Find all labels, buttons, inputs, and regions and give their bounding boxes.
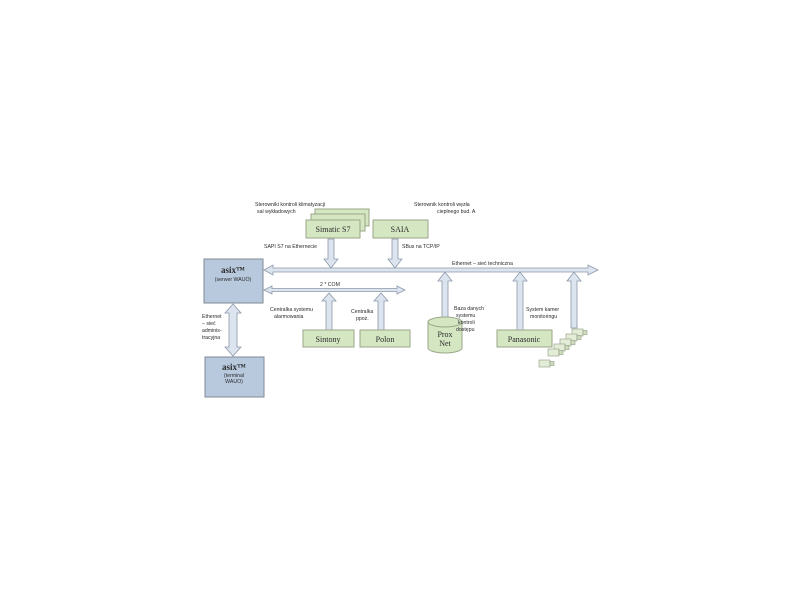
server-title: asix™ bbox=[221, 265, 245, 275]
polon-up-arrow bbox=[373, 292, 389, 331]
label-eth-admin-3: adminis- bbox=[202, 328, 222, 334]
label-centralka-ppoz: Centralka bbox=[351, 309, 373, 315]
simatic-label: Simatic S7 bbox=[316, 225, 351, 234]
saia-down-arrow bbox=[387, 238, 403, 269]
polon-label: Polon bbox=[376, 335, 395, 344]
polon-node: Polon bbox=[359, 329, 411, 348]
label-sterowniki-klim: Sterowniki kontroli klimatyzacji bbox=[255, 202, 325, 208]
proxnet-label-2: Net bbox=[439, 339, 451, 348]
proxnet-database-node: Prox Net bbox=[427, 316, 463, 354]
terminal-title: asix™ bbox=[222, 362, 246, 372]
label-system-kamer: System kamer bbox=[526, 307, 559, 313]
panasonic-label: Panasonic bbox=[508, 335, 541, 344]
label-monitoringu: monitoringu bbox=[530, 314, 557, 320]
label-eth-admin-2: – sieć bbox=[202, 321, 216, 327]
sintony-node: Sintony bbox=[302, 329, 355, 348]
proxnet-up-arrow bbox=[437, 271, 453, 319]
ethernet-tech-bus bbox=[263, 264, 599, 276]
label-sbus: SBus na TCP/IP bbox=[402, 244, 440, 250]
sintony-label: Sintony bbox=[316, 335, 341, 344]
label-centralka-systemu: Centralka systemu bbox=[270, 307, 313, 313]
label-baza-3: kontroli bbox=[458, 320, 475, 326]
simatic-s7-node: Simatic S7 bbox=[305, 208, 370, 239]
label-sapi: SAPI S7 na Ethernecie bbox=[264, 244, 317, 250]
label-baza-1: Baza danych bbox=[454, 306, 484, 312]
cameras-up-arrow bbox=[566, 271, 582, 329]
terminal-subtitle-2: WAUO) bbox=[225, 379, 243, 385]
saia-label: SAIA bbox=[391, 225, 410, 234]
label-cieplnego-bud: cieplnego bud. A bbox=[437, 209, 476, 215]
label-baza-2: systemu bbox=[456, 313, 475, 319]
camera-icon-group bbox=[538, 328, 588, 368]
terminal-subtitle-1: (terminal bbox=[224, 373, 244, 379]
server-subtitle: (serwer WAUO) bbox=[215, 277, 252, 283]
asix-server-node: asix™ (serwer WAUO) bbox=[203, 258, 264, 304]
label-com: 2 * COM bbox=[320, 282, 340, 288]
sintony-up-arrow bbox=[321, 292, 337, 331]
label-alarmowania: alarmowania bbox=[274, 314, 304, 320]
panasonic-up-arrow bbox=[512, 271, 528, 331]
label-sterownik-wezla: Sterownik kontroli węzła bbox=[414, 202, 470, 208]
camera-icon bbox=[538, 359, 555, 368]
admin-network-arrow bbox=[224, 303, 242, 357]
asix-terminal-node: asix™ (terminal WAUO) bbox=[204, 356, 265, 398]
label-sal-wykladowych: sal wykładowych bbox=[257, 209, 296, 215]
proxnet-label-1: Prox bbox=[437, 330, 452, 339]
label-eth-admin-4: tracyjna bbox=[202, 335, 220, 341]
camera-icon bbox=[547, 348, 564, 357]
label-baza-4: dostępu bbox=[456, 327, 475, 333]
label-eth-admin-1: Ethernet bbox=[202, 314, 222, 320]
label-ethernet-tech: Ethernet – sieć techniczna bbox=[452, 261, 513, 267]
panasonic-node: Panasonic bbox=[496, 329, 553, 348]
com-bus bbox=[263, 285, 406, 295]
label-ppoz: ppoż. bbox=[356, 316, 369, 322]
simatic-down-arrow bbox=[323, 238, 339, 269]
saia-node: SAIA bbox=[372, 219, 429, 239]
